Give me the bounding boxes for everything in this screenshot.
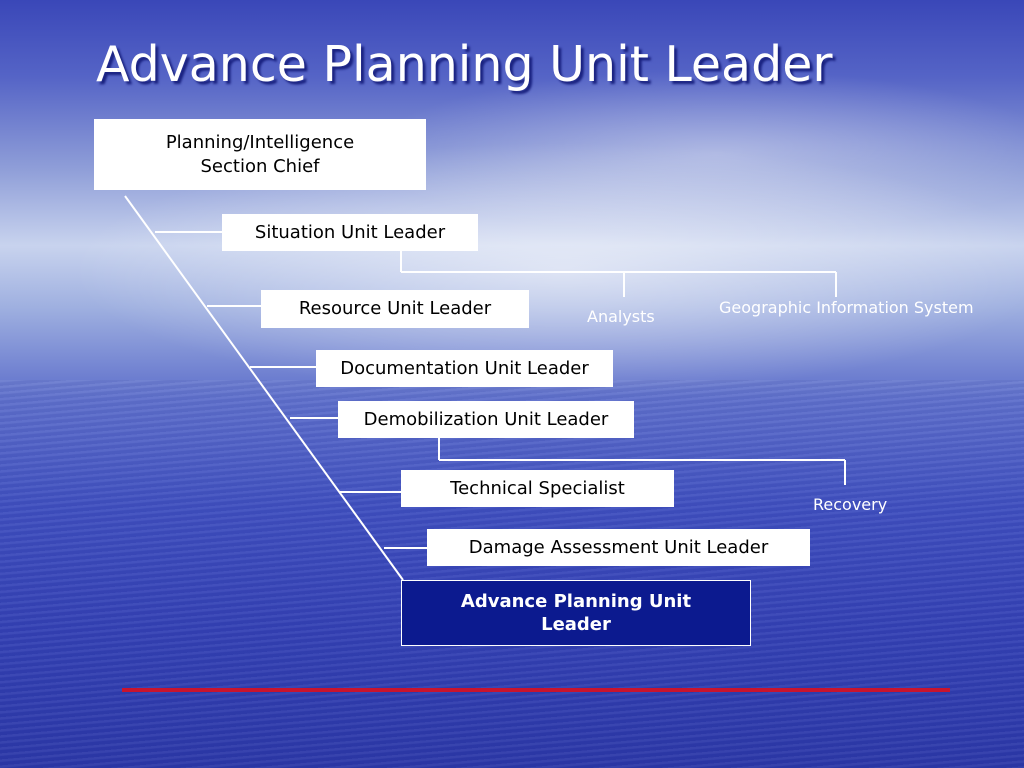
chief-box: Planning/Intelligence Section Chief: [94, 119, 426, 190]
technical-specialist-box: Technical Specialist: [401, 470, 674, 507]
resource-unit-box: Resource Unit Leader: [261, 290, 529, 328]
analysts-label: Analysts: [587, 307, 655, 326]
slide-title: Advance Planning Unit Leader: [96, 36, 833, 93]
spine-line: [124, 195, 404, 581]
advance-planning-box: Advance Planning Unit Leader: [401, 580, 751, 646]
background-water: [0, 380, 1024, 768]
situation-unit-box: Situation Unit Leader: [222, 214, 478, 251]
damage-assessment-box: Damage Assessment Unit Leader: [427, 529, 810, 566]
accent-divider: [122, 688, 950, 692]
recovery-label: Recovery: [813, 495, 888, 514]
gis-label: Geographic Information System: [719, 298, 974, 317]
demobilization-unit-box: Demobilization Unit Leader: [338, 401, 634, 438]
documentation-unit-box: Documentation Unit Leader: [316, 350, 613, 387]
